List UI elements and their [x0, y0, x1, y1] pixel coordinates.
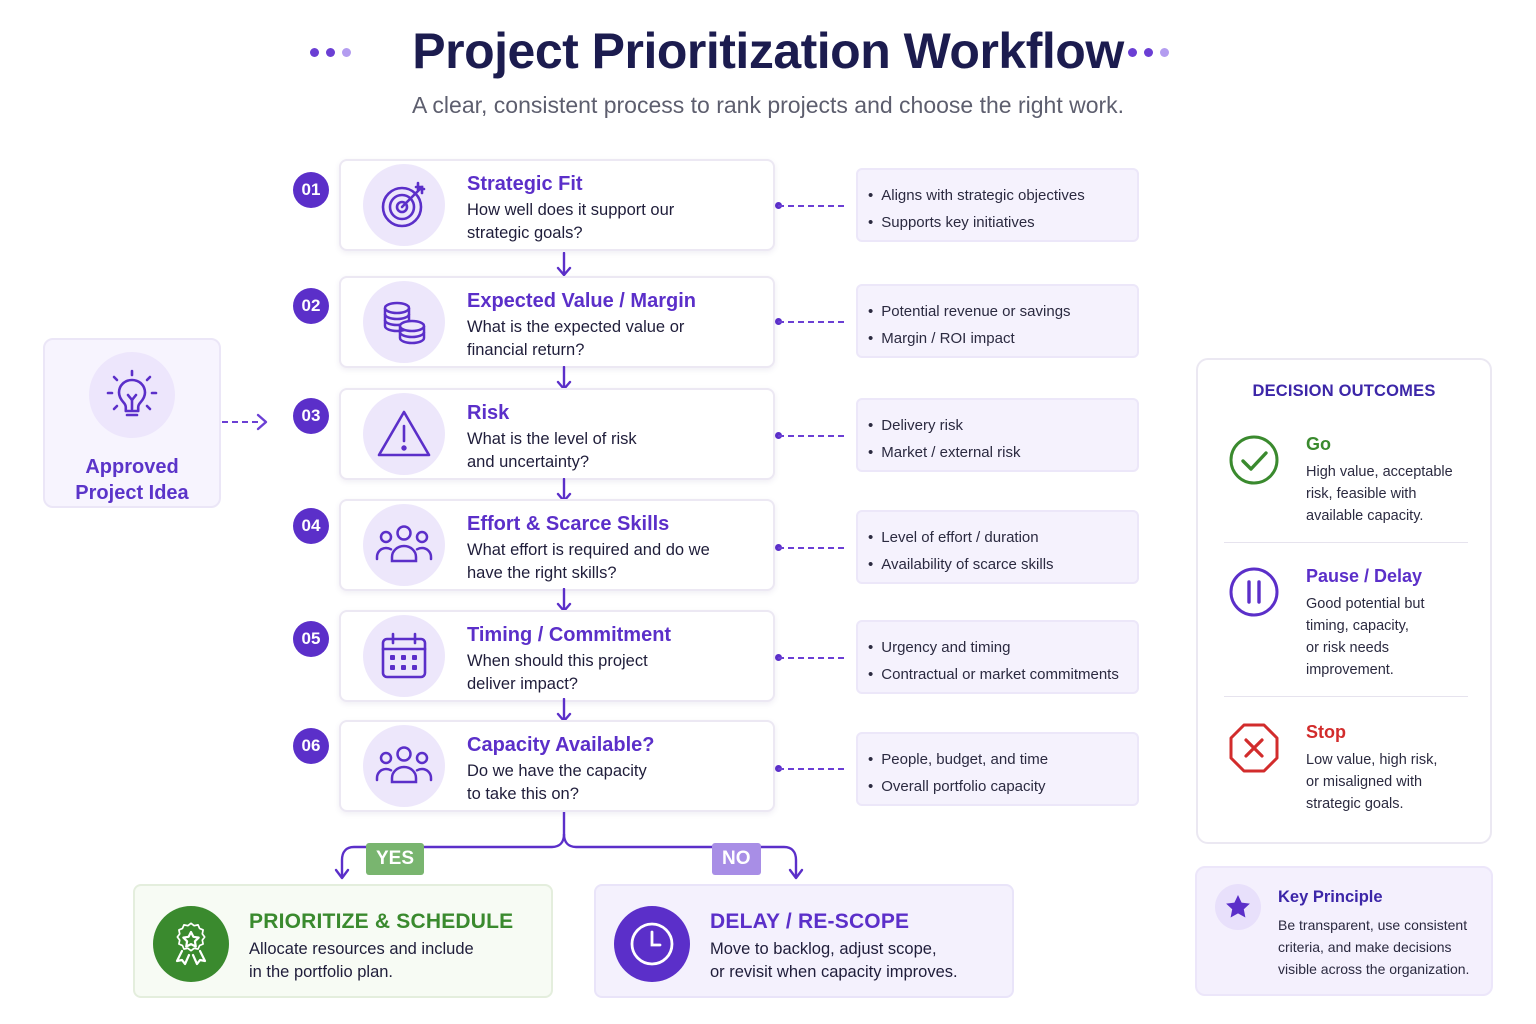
criteria-item: Delivery risk	[868, 412, 1137, 439]
step-number-06: 06	[293, 728, 329, 764]
yes-tag: YES	[366, 843, 425, 875]
key-principle-card: Key Principle Be transparent, use consis…	[1195, 866, 1493, 996]
key-principle-title: Key Principle	[1278, 888, 1383, 906]
step-number-01: 01	[293, 172, 329, 208]
stop-octagon-icon	[1229, 723, 1279, 773]
delay-rescope-card: DELAY / RE-SCOPE Move to backlog, adjust…	[594, 884, 1014, 998]
delay-text: Move to backlog, adjust scope,or revisit…	[710, 940, 958, 981]
step-number-04: 04	[293, 508, 329, 544]
decision-outcomes-panel: DECISION OUTCOMES Go High value, accepta…	[1196, 358, 1492, 844]
criteria-item: Level of effort / duration	[868, 524, 1137, 551]
step-title-02: Expected Value / Margin	[467, 290, 696, 312]
criteria-item: People, budget, and time	[868, 746, 1137, 773]
criteria-item: Urgency and timing	[868, 634, 1137, 661]
connector-line-03	[778, 435, 844, 437]
branch-connector	[334, 812, 804, 880]
outcome-stop-name: Stop	[1306, 722, 1346, 742]
connector-line-01	[778, 205, 844, 207]
step-title-04: Effort & Scarce Skills	[467, 513, 670, 535]
criteria-card-02: Potential revenue or savings Margin / RO…	[856, 284, 1139, 358]
pause-circle-icon	[1229, 567, 1279, 617]
award-icon	[153, 906, 229, 982]
criteria-item: Margin / ROI impact	[868, 325, 1137, 352]
criteria-item: Supports key initiatives	[868, 209, 1137, 236]
decorative-dots-left	[310, 48, 351, 57]
prioritize-title: PRIORITIZE & SCHEDULE	[249, 910, 514, 933]
star-icon	[1215, 884, 1261, 930]
connector-line-05	[778, 657, 844, 659]
criteria-card-06: People, budget, and time Overall portfol…	[856, 732, 1139, 806]
prioritize-schedule-card: PRIORITIZE & SCHEDULE Allocate resources…	[133, 884, 553, 998]
criteria-card-05: Urgency and timing Contractual or market…	[856, 620, 1139, 694]
outcomes-title: DECISION OUTCOMES	[1252, 382, 1436, 400]
approved-idea-label-2: Project Idea	[75, 482, 189, 504]
step-title-05: Timing / Commitment	[467, 624, 672, 646]
criteria-item: Aligns with strategic objectives	[868, 182, 1137, 209]
outcome-pause-name: Pause / Delay	[1306, 566, 1423, 586]
flow-arrow-icon	[556, 252, 572, 277]
approved-idea-label-1: Approved	[85, 456, 179, 478]
step-number-03: 03	[293, 398, 329, 434]
step-number-05: 05	[293, 621, 329, 657]
page-subtitle: A clear, consistent process to rank proj…	[411, 92, 1125, 118]
connector-line-04	[778, 547, 844, 549]
page-title: Project Prioritization Workflow	[412, 23, 1124, 79]
criteria-item: Contractual or market commitments	[868, 661, 1137, 688]
step-card-capacity: Capacity Available? Do we have the capac…	[339, 720, 775, 812]
approved-idea-card: Approved Project Idea	[43, 338, 221, 508]
criteria-item: Overall portfolio capacity	[868, 773, 1137, 800]
step-card-strategic-fit: Strategic Fit How well does it support o…	[339, 159, 775, 251]
criteria-item: Availability of scarce skills	[868, 551, 1137, 578]
calendar-icon	[363, 615, 445, 697]
step-card-timing: Timing / Commitment When should this pro…	[339, 610, 775, 702]
lightbulb-icon	[89, 352, 175, 438]
outcome-go-name: Go	[1306, 434, 1331, 454]
criteria-card-03: Delivery risk Market / external risk	[856, 398, 1139, 472]
criteria-item: Market / external risk	[868, 439, 1137, 466]
step-title-03: Risk	[467, 402, 510, 424]
step-number-02: 02	[293, 288, 329, 324]
connector-line-02	[778, 321, 844, 323]
check-circle-icon	[1229, 435, 1279, 485]
connector-line-06	[778, 768, 844, 770]
step-card-effort-skills: Effort & Scarce Skills What effort is re…	[339, 499, 775, 591]
criteria-item: Potential revenue or savings	[868, 298, 1137, 325]
decorative-dots-right	[1128, 48, 1169, 57]
idea-arrow	[222, 413, 268, 431]
outcome-divider	[1224, 542, 1468, 543]
step-title-06: Capacity Available?	[467, 734, 655, 756]
warning-icon	[363, 393, 445, 475]
team-icon	[363, 504, 445, 586]
delay-title: DELAY / RE-SCOPE	[710, 910, 910, 933]
team-icon	[363, 725, 445, 807]
step-title-01: Strategic Fit	[467, 173, 583, 195]
outcome-divider	[1224, 696, 1468, 697]
clock-icon	[614, 906, 690, 982]
criteria-card-01: Aligns with strategic objectives Support…	[856, 168, 1139, 242]
criteria-card-04: Level of effort / duration Availability …	[856, 510, 1139, 584]
coins-icon	[363, 281, 445, 363]
target-icon	[363, 164, 445, 246]
no-tag: NO	[712, 843, 761, 875]
step-card-expected-value: Expected Value / Margin What is the expe…	[339, 276, 775, 368]
